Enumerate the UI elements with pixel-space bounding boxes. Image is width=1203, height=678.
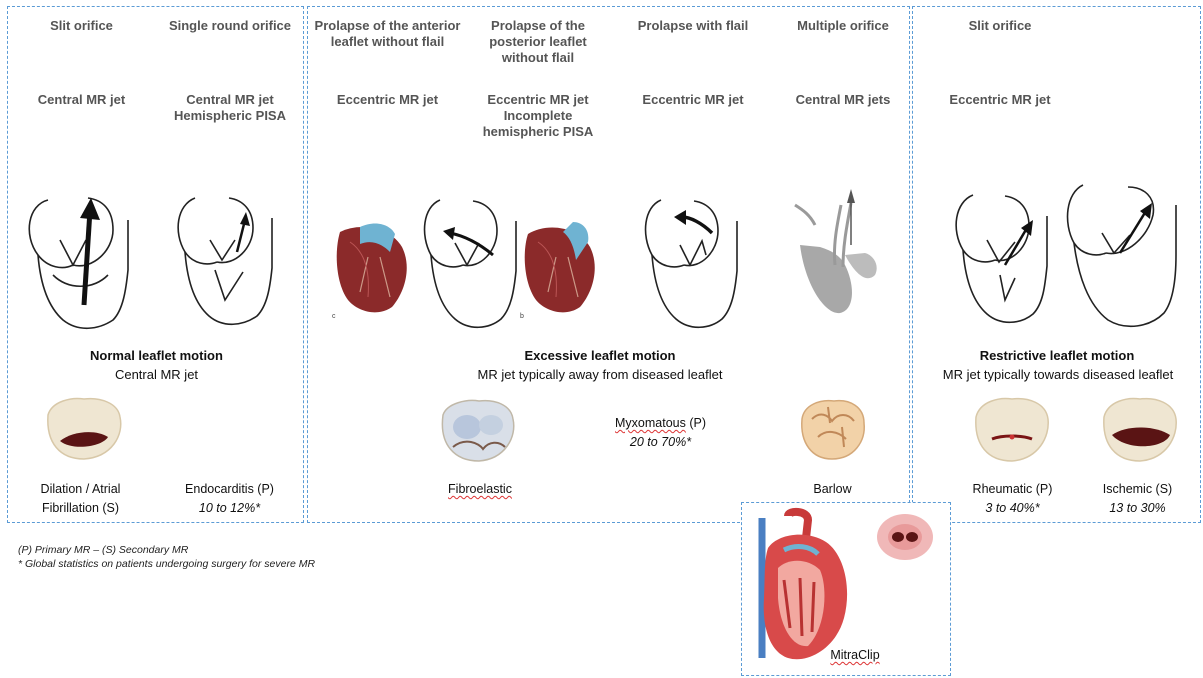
- column-header-c6: Multiple orifice: [778, 18, 908, 34]
- jet-label-c5: Eccentric MR jet: [618, 92, 768, 108]
- etiology-rheumatic: Rheumatic (P) 3 to 40%*: [955, 480, 1070, 518]
- etiology-ischemic-stat: 13 to 30%: [1085, 499, 1190, 518]
- column-header-c4: Prolapse of the posterior leaflet withou…: [468, 18, 608, 66]
- jet-label-c2: Central MR jet Hemispheric PISA: [160, 92, 300, 124]
- etiology-myxomatous-label: Myxomatous: [615, 416, 686, 430]
- valve-illustration-rheumatic: [970, 395, 1054, 465]
- etiology-fibroelastic: Fibroelastic: [420, 480, 540, 499]
- svg-text:b: b: [520, 313, 524, 320]
- etiology-rheumatic-label: Rheumatic (P): [955, 480, 1070, 499]
- heart-illustration-multiple-orifice: [785, 185, 885, 325]
- mitraclip-heart-illustration: [748, 508, 858, 668]
- mitraclip-valve-inset: [875, 512, 935, 562]
- column-header-c3: Prolapse of the anterior leaflet without…: [305, 18, 470, 50]
- etiology-ischemic-label: Ischemic (S): [1085, 480, 1190, 499]
- jet-label-c3: Eccentric MR jet: [305, 92, 470, 108]
- valve-illustration-fibroelastic: [437, 397, 519, 465]
- etiology-myxomatous-suffix: (P): [686, 416, 706, 430]
- etiology-myxomatous-stat: 20 to 70%*: [598, 433, 723, 452]
- section-title-excessive: Excessive leaflet motion: [450, 347, 750, 365]
- column-header-c7: Slit orifice: [930, 18, 1070, 34]
- etiology-myxomatous: Myxomatous (P) 20 to 70%*: [598, 414, 723, 452]
- heart-sketch-restrictive-2: [1058, 175, 1183, 340]
- jet-label-c4: Eccentric MR jet Incomplete hemispheric …: [474, 92, 602, 140]
- etiology-fibroelastic-label: Fibroelastic: [448, 482, 512, 496]
- footnote-primary-secondary: (P) Primary MR – (S) Secondary MR: [18, 543, 188, 557]
- column-header-c1: Slit orifice: [14, 18, 149, 34]
- valve-illustration-barlow: [798, 397, 868, 463]
- section-title-restrictive: Restrictive leaflet motion: [922, 347, 1192, 365]
- etiology-rheumatic-stat: 3 to 40%*: [955, 499, 1070, 518]
- heart-sketch-flail: [636, 185, 756, 345]
- heart-sketch-central-jet-1: [18, 180, 148, 340]
- etiology-dilation-line1: Dilation / Atrial: [18, 480, 143, 499]
- footnote-statistics: * Global statistics on patients undergoi…: [18, 557, 315, 571]
- heart-sketch-central-jet-2: [165, 180, 295, 340]
- jet-label-c7: Eccentric MR jet: [930, 92, 1070, 108]
- etiology-barlow: Barlow: [785, 480, 880, 499]
- section-subtitle-normal: Central MR jet: [14, 366, 299, 384]
- etiology-barlow-label: Barlow: [813, 482, 851, 496]
- etiology-endocarditis-stat: 10 to 12%*: [162, 499, 297, 518]
- section-subtitle-restrictive: MR jet typically towards diseased leafle…: [918, 366, 1198, 384]
- etiology-dilation: Dilation / Atrial Fibrillation (S): [18, 480, 143, 518]
- etiology-dilation-line2: Fibrillation (S): [18, 499, 143, 518]
- jet-label-c6: Central MR jets: [778, 92, 908, 108]
- mitraclip-label-text: MitraClip: [830, 648, 879, 662]
- jet-label-c1: Central MR jet: [14, 92, 149, 108]
- svg-text:c: c: [332, 313, 336, 320]
- valve-illustration-dilation: [42, 395, 126, 463]
- etiology-endocarditis: Endocarditis (P) 10 to 12%*: [162, 480, 297, 518]
- etiology-endocarditis-label: Endocarditis (P): [162, 480, 297, 499]
- heart-sketch-restrictive-1: [945, 180, 1055, 340]
- column-header-c5: Prolapse with flail: [618, 18, 768, 34]
- mitraclip-label: MitraClip: [810, 646, 900, 665]
- heart-illustration-posterior-prolapse: b: [518, 212, 608, 322]
- heart-sketch-eccentric-jet-1: [415, 185, 525, 345]
- section-title-normal: Normal leaflet motion: [14, 347, 299, 365]
- valve-illustration-ischemic: [1098, 395, 1182, 465]
- section-subtitle-excessive: MR jet typically away from diseased leaf…: [440, 366, 760, 384]
- column-header-c2: Single round orifice: [160, 18, 300, 34]
- etiology-ischemic: Ischemic (S) 13 to 30%: [1085, 480, 1190, 518]
- heart-illustration-anterior-prolapse: c: [330, 212, 420, 322]
